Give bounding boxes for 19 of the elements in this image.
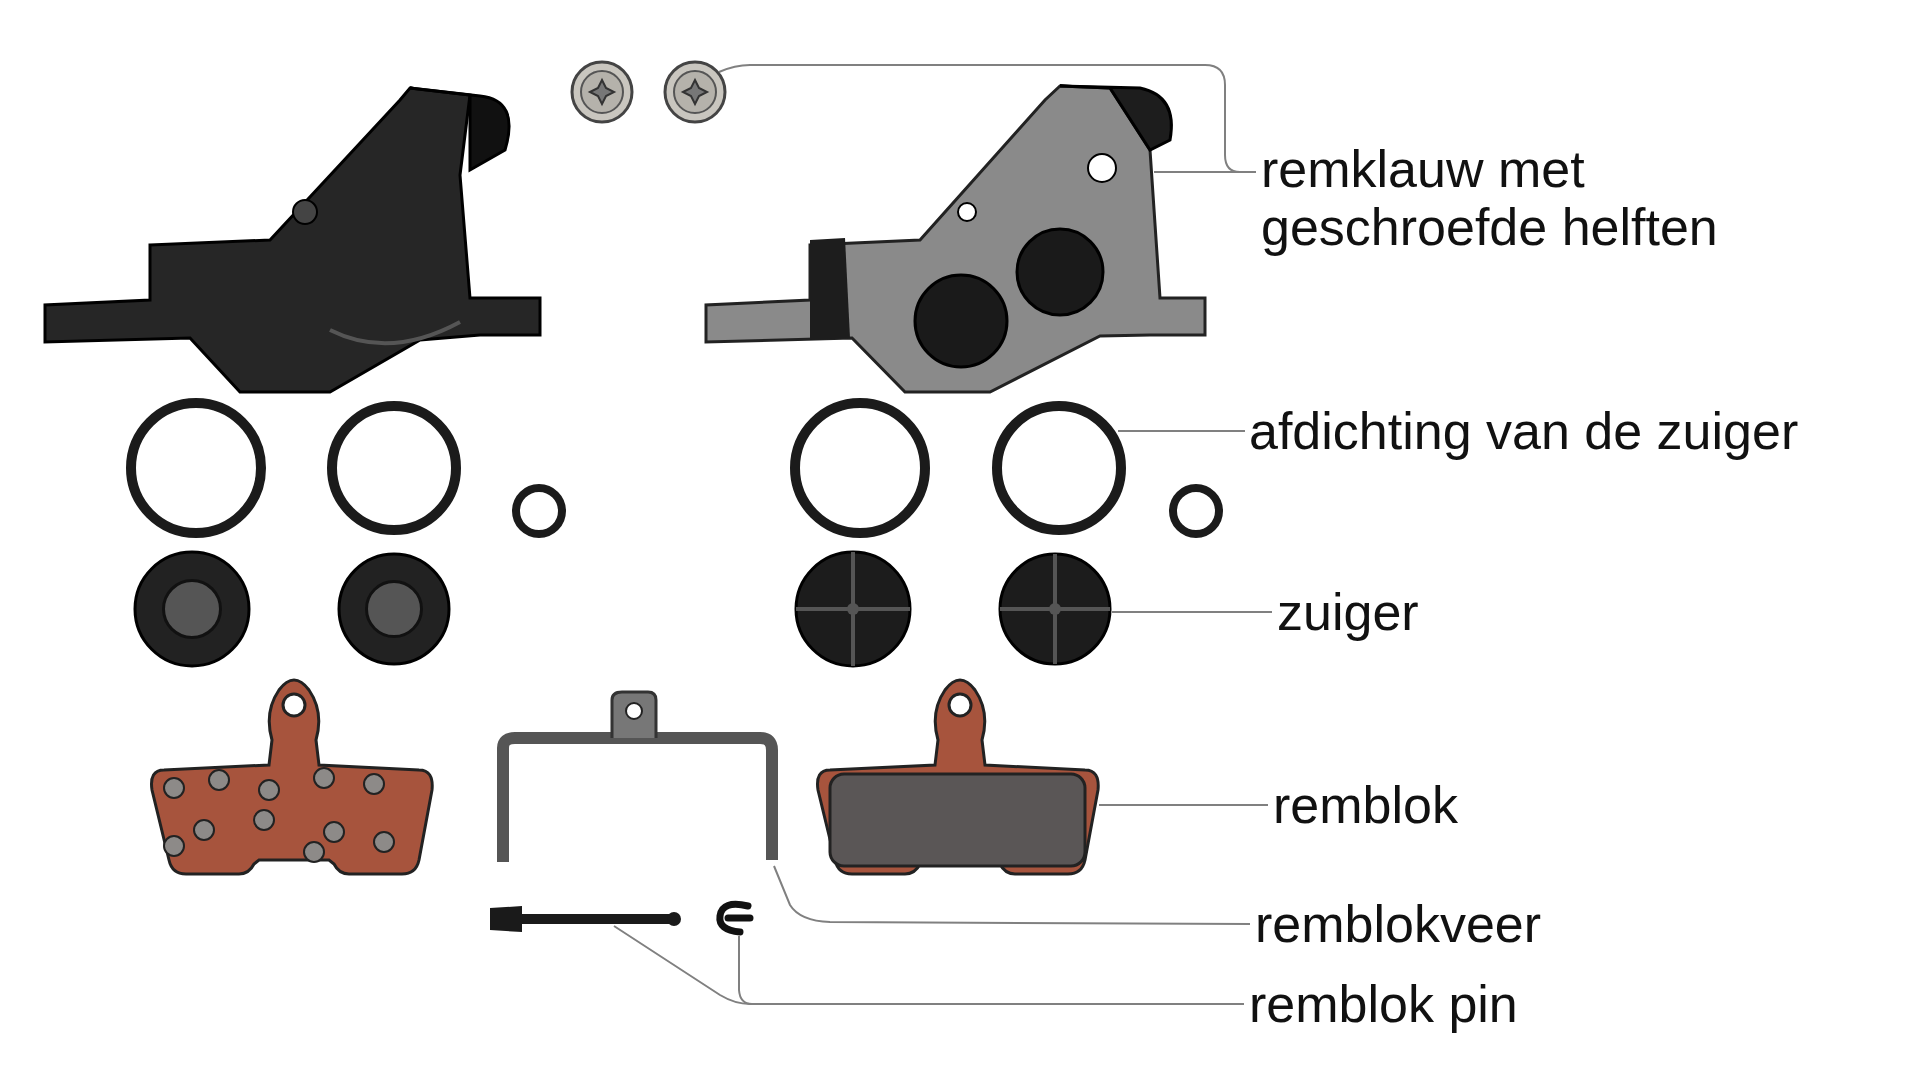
piston-drawing [998,552,1112,666]
brake-pad-drawing [816,678,1100,876]
leader-line [1117,430,1246,432]
leader-line [1098,804,1269,806]
seal-ring-drawing [992,401,1126,535]
part-label: remblok [1273,776,1673,834]
caliper-half-drawing [704,84,1207,394]
leader-line [1111,611,1273,613]
screw-drawing [663,60,727,124]
pin-clip-drawing [716,900,754,936]
pad-pin-drawing [490,906,681,932]
part-label: zuiger [1277,583,1677,641]
part-label: remklauw met geschroefde helften [1261,140,1781,256]
part-label: remblok pin [1249,975,1749,1033]
leader-line [738,935,1245,1005]
part-label: afdichting van de zuiger [1249,402,1889,460]
pad-spring-drawing [497,690,778,862]
part-label: remblokveer [1255,895,1755,953]
leader-line [773,865,1251,925]
